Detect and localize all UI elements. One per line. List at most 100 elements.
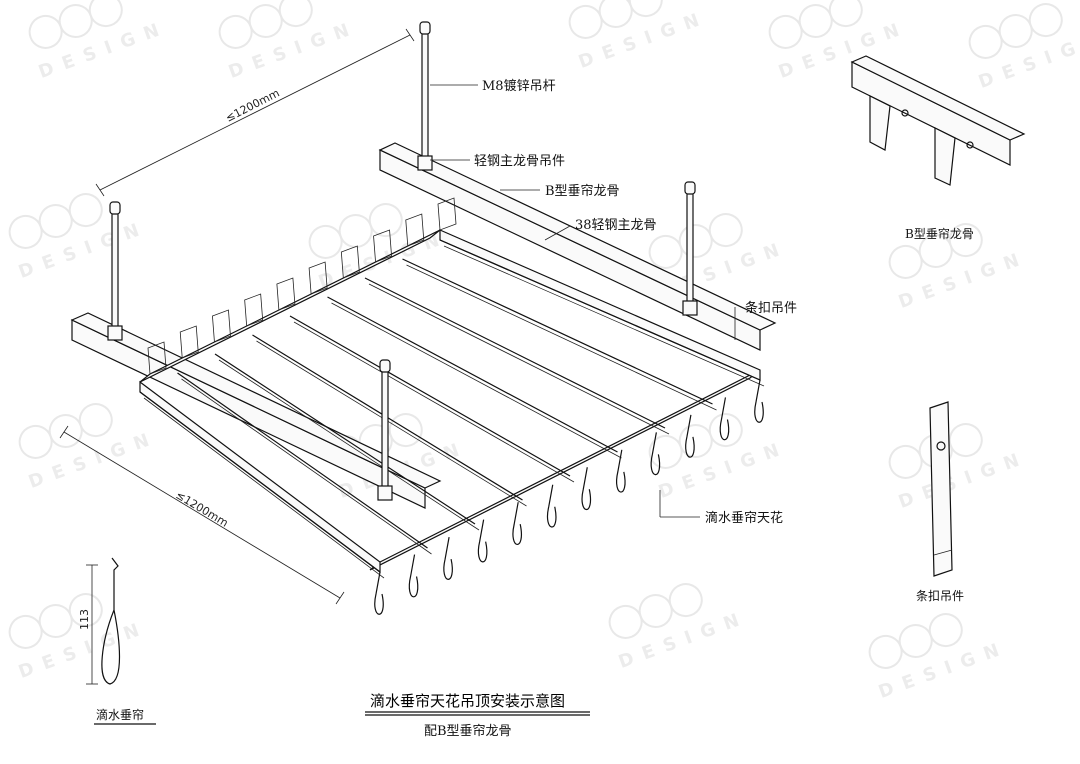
strip-edge bbox=[402, 258, 713, 405]
watermark-tile: DESIGN bbox=[8, 193, 151, 283]
back-blade bbox=[340, 245, 360, 279]
watermark-tile: DESIGN bbox=[568, 0, 711, 73]
strip-edge-lower bbox=[143, 397, 385, 579]
watermark-ring bbox=[948, 423, 983, 458]
label-main-hanger: 轻钢主龙骨吊件 bbox=[474, 154, 565, 169]
hanging-blade bbox=[546, 484, 557, 528]
back-blade bbox=[276, 277, 296, 311]
label-ceiling: 滴水垂帘天花 bbox=[705, 510, 783, 526]
dimension-bottom-label: ≤1200mm bbox=[173, 488, 230, 529]
rod-nut bbox=[109, 201, 121, 215]
diagram-subtitle: 配B型垂帘龙骨 bbox=[424, 723, 512, 739]
strip-edge-lower bbox=[368, 283, 670, 435]
watermark-tile: DESIGN bbox=[8, 593, 151, 683]
label-detail-b-keel: B型垂帘龙骨 bbox=[905, 226, 974, 241]
watermark-ring bbox=[278, 0, 313, 28]
strip-edge bbox=[327, 296, 618, 453]
watermark-text: DESIGN bbox=[976, 26, 1080, 93]
watermark-ring bbox=[628, 0, 663, 18]
strip-edge-lower bbox=[181, 378, 432, 555]
hanging-blade bbox=[581, 467, 592, 510]
strip-edge-lower bbox=[406, 264, 717, 411]
watermark-tile: DESIGN bbox=[308, 203, 451, 293]
strip-edge bbox=[139, 391, 381, 573]
strip-edge-lower bbox=[256, 340, 527, 507]
label-b-keel: B型垂帘龙骨 bbox=[545, 183, 620, 199]
watermark-ring bbox=[78, 403, 113, 438]
hanging-blade bbox=[685, 414, 695, 458]
watermark-ring bbox=[668, 583, 703, 618]
rod-hanger bbox=[417, 155, 433, 171]
strip-edge bbox=[364, 277, 666, 429]
strip-edge-lower bbox=[218, 359, 480, 531]
back-blade bbox=[437, 197, 457, 231]
rod-nut bbox=[419, 21, 431, 35]
ceiling-frame bbox=[70, 142, 777, 574]
dimension-top-label: ≤1200mm bbox=[223, 86, 281, 124]
strip-edge-lower bbox=[293, 321, 575, 483]
hanging-blade bbox=[374, 571, 384, 615]
rod-hanger bbox=[682, 300, 698, 316]
rod-nut bbox=[379, 359, 391, 373]
back-blade bbox=[373, 229, 392, 263]
watermark-ring bbox=[68, 593, 103, 628]
watermark-ring bbox=[948, 223, 983, 258]
label-detail-blade: 滴水垂帘 bbox=[96, 707, 144, 722]
strip-edge-lower bbox=[331, 302, 622, 459]
detail-drip-blade: 113 bbox=[78, 557, 121, 685]
detail-b-keel bbox=[850, 55, 1026, 186]
watermark-ring bbox=[88, 0, 123, 28]
watermark-tile: DESIGN bbox=[648, 413, 791, 503]
strip-edge-lower bbox=[443, 245, 765, 387]
drip-strips bbox=[139, 239, 765, 579]
watermark-tile: DESIGN bbox=[888, 423, 1031, 513]
hanging-blade bbox=[477, 519, 488, 563]
callout-leaders bbox=[430, 84, 736, 518]
diagram-title: 滴水垂帘天花吊顶安装示意图 bbox=[370, 692, 565, 710]
watermark-ring bbox=[708, 413, 743, 448]
label-detail-clip: 条扣吊件 bbox=[916, 589, 964, 603]
watermark-tile: DESIGN bbox=[888, 223, 1031, 313]
watermark-ring bbox=[388, 413, 423, 448]
back-blade bbox=[212, 309, 231, 343]
back-blade bbox=[147, 341, 167, 375]
watermark-ring bbox=[368, 203, 403, 238]
watermark-tile: DESIGN bbox=[28, 0, 171, 83]
back-blade bbox=[179, 325, 199, 359]
strip-edge bbox=[214, 353, 476, 525]
strip-edge bbox=[439, 239, 761, 381]
hanging-blade bbox=[719, 397, 730, 441]
watermark-ring bbox=[708, 213, 743, 248]
rod bbox=[686, 189, 694, 306]
hanging-blade bbox=[650, 432, 661, 476]
back-blade bbox=[244, 293, 264, 327]
hanging-blade bbox=[443, 536, 453, 580]
label-rod: M8镀锌吊杆 bbox=[482, 78, 556, 94]
rod bbox=[111, 209, 119, 331]
label-main-keel: 38轻钢主龙骨 bbox=[575, 218, 657, 233]
watermark-ring bbox=[828, 0, 863, 28]
rod-hanger bbox=[107, 325, 123, 341]
back-blade bbox=[308, 261, 328, 295]
strip-edge bbox=[177, 372, 428, 549]
detail-clip-hanger bbox=[929, 401, 953, 577]
watermark-tile: DESIGN bbox=[608, 583, 751, 673]
watermark-ring bbox=[928, 613, 963, 648]
hanging-blade bbox=[512, 502, 522, 545]
hanging-blade bbox=[754, 379, 764, 423]
suspension-rods bbox=[107, 21, 698, 501]
watermark-tile: DESIGN bbox=[868, 613, 1011, 703]
hanging-blade bbox=[616, 449, 626, 493]
watermark-tile: DESIGN bbox=[968, 3, 1080, 93]
hanging-blades bbox=[147, 197, 764, 615]
hanging-blade bbox=[408, 554, 419, 598]
dimension-height-label: 113 bbox=[78, 609, 91, 630]
main-keel-left bbox=[71, 319, 426, 509]
rod-nut bbox=[684, 181, 696, 195]
label-clip-hanger: 条扣吊件 bbox=[745, 300, 797, 316]
back-blade bbox=[405, 213, 425, 247]
main-keel-back-top bbox=[378, 142, 777, 331]
watermark-ring bbox=[68, 193, 103, 228]
